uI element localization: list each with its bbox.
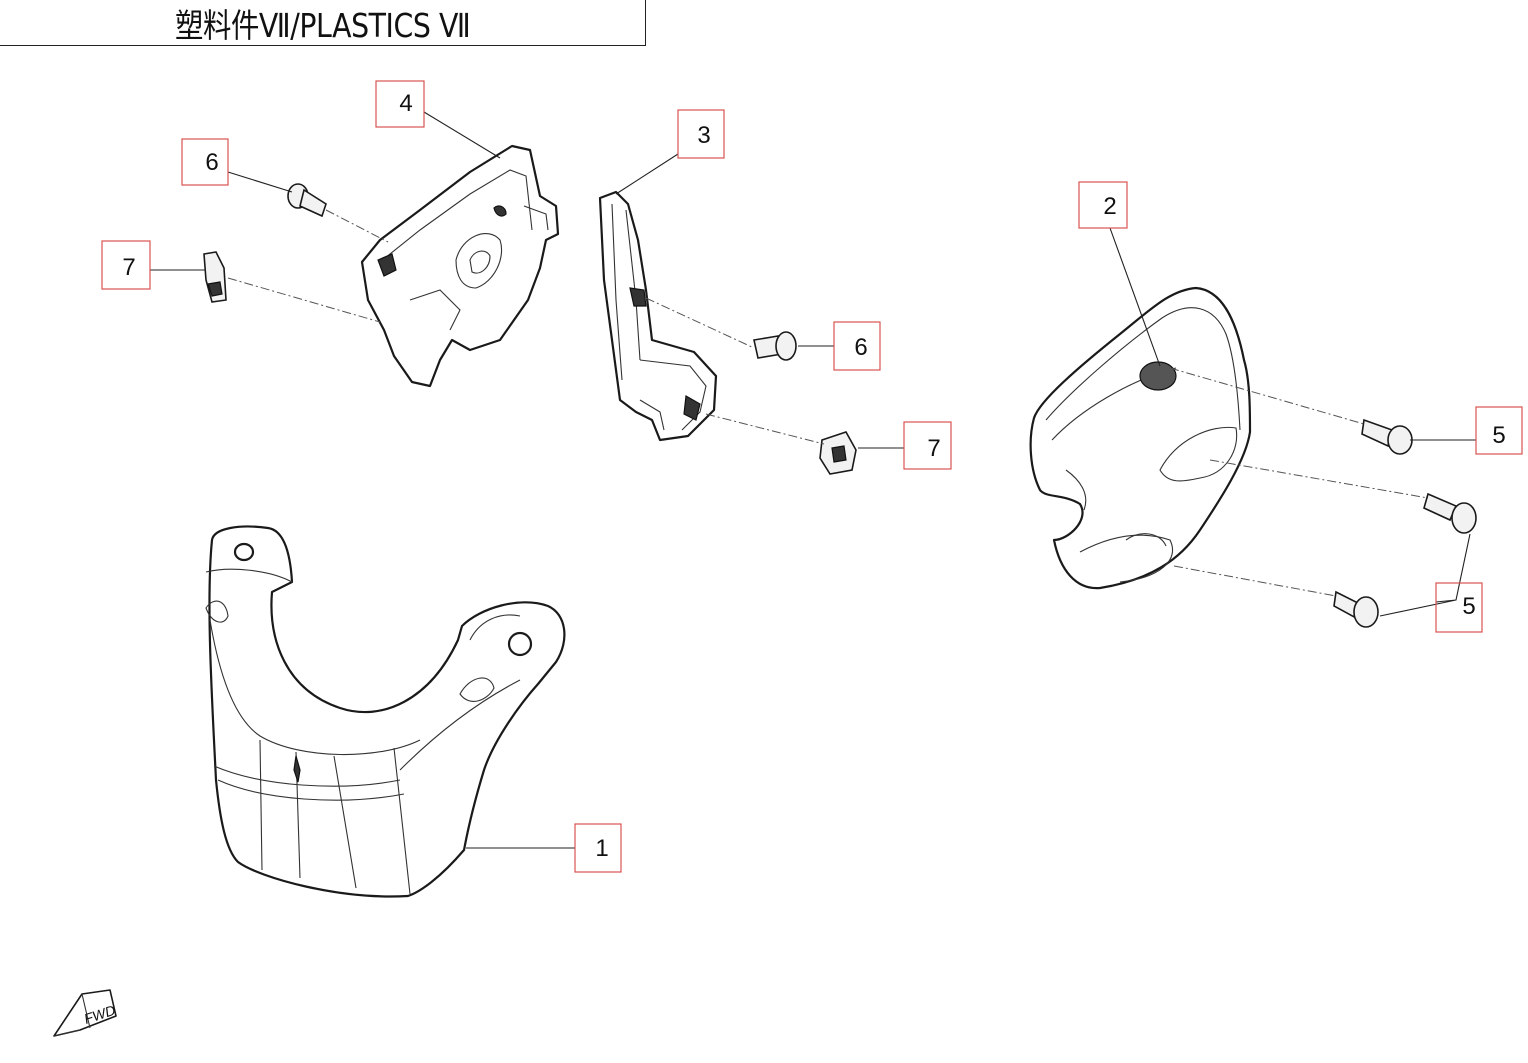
fastener-7-right [819,431,857,475]
fastener-6-left [287,183,327,218]
callout-7-right: 7 [903,421,952,470]
svg-text:7: 7 [122,254,135,281]
callout-2: 2 [1078,181,1128,229]
leader-lines [150,111,1476,849]
part-2-side-panel [1029,286,1252,590]
callout-5-bottom: 5 [1435,582,1483,633]
callout-7-left: 7 [101,240,151,290]
fwd-arrow-icon: FWD [53,989,117,1037]
svg-text:2: 2 [1103,193,1116,220]
page-title: 塑料件Ⅶ/PLASTICS Ⅶ [174,5,471,45]
svg-text:1: 1 [595,835,608,862]
callout-3: 3 [677,109,725,159]
svg-text:7: 7 [927,435,940,462]
callout-6-left: 6 [181,138,229,186]
callout-1: 1 [574,823,622,873]
svg-text:6: 6 [205,149,218,176]
callout-5-top: 5 [1475,406,1523,455]
assembly-lines [227,209,1429,597]
svg-text:6: 6 [854,334,867,361]
part-4-mount-plate [360,144,560,388]
callout-6-right: 6 [833,321,881,371]
fastener-5-top [1361,418,1413,455]
part-3-bracket [598,190,718,442]
fastener-7-left [203,251,227,303]
fastener-5-bottom [1333,590,1379,628]
fastener-6-right [753,331,797,361]
callout-4: 4 [375,80,425,128]
svg-text:5: 5 [1462,593,1475,620]
part-1-lower-cover [205,525,566,898]
svg-text:3: 3 [697,122,710,149]
svg-text:5: 5 [1492,422,1505,449]
svg-text:4: 4 [399,90,412,117]
fastener-5-middle [1423,492,1477,534]
title-box: 塑料件Ⅶ/PLASTICS Ⅶ [0,0,646,46]
